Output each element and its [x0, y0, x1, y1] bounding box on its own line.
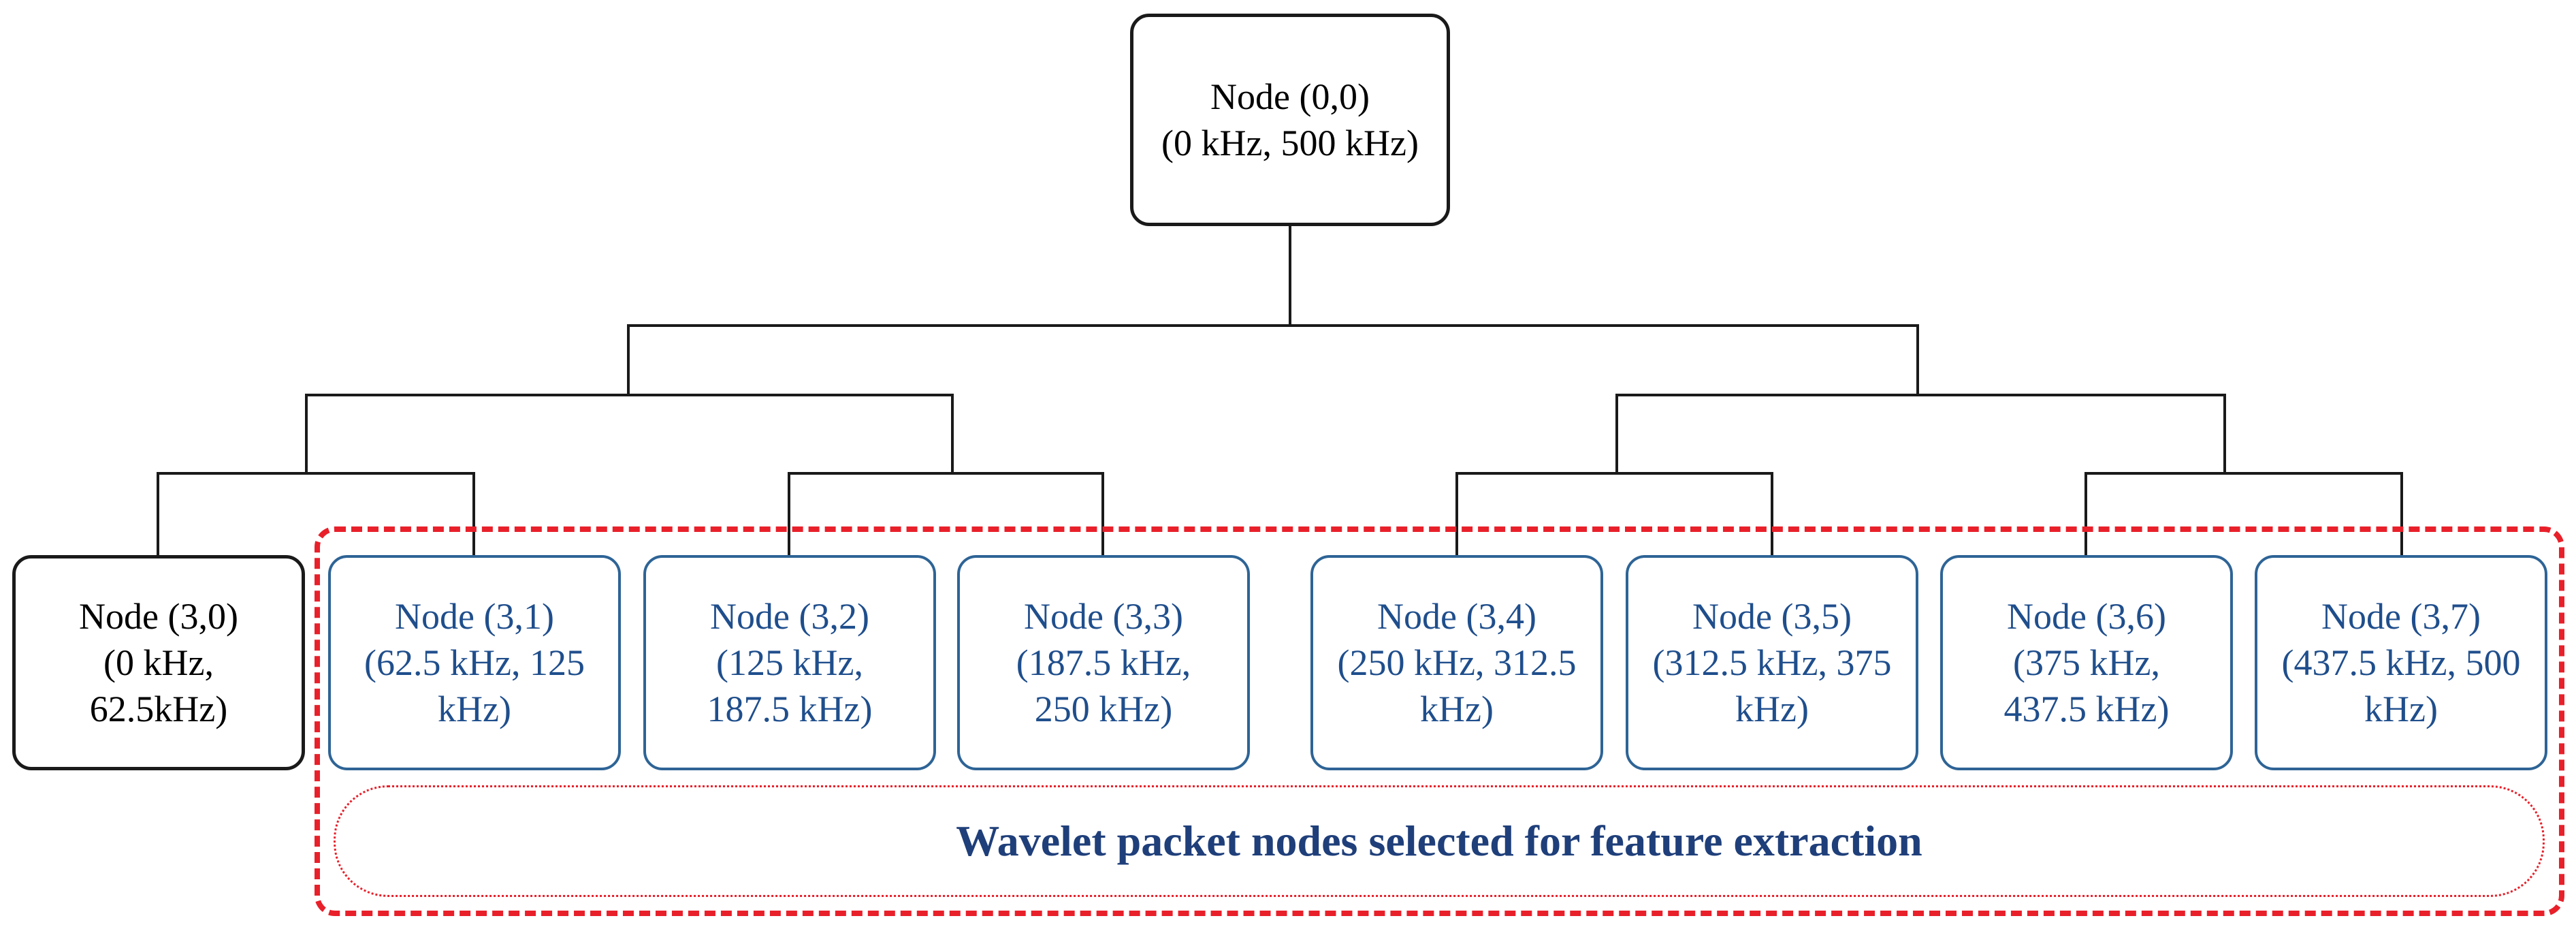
- selected-nodes-outline: [315, 526, 2564, 916]
- leaf-node-3-6: Node (3,6) (375 kHz, 437.5 kHz): [1940, 555, 2233, 770]
- leaf-node-label: Node (3,0): [79, 596, 238, 637]
- leaf-node-range: (250 kHz, 312.5: [1337, 642, 1577, 683]
- leaf-node-3-0: Node (3,0) (0 kHz, 62.5kHz): [12, 555, 305, 770]
- selection-caption-box: Wavelet packet nodes selected for featur…: [334, 785, 2545, 897]
- leaf-node-range: (437.5 kHz, 500: [2281, 642, 2521, 683]
- leaf-node-range: (375 kHz,: [2013, 642, 2160, 683]
- leaf-node-range: (312.5 kHz, 375: [1652, 642, 1892, 683]
- leaf-node-range: kHz): [1735, 689, 1809, 729]
- leaf-node-range: kHz): [438, 689, 511, 729]
- leaf-node-range: 250 kHz): [1034, 689, 1173, 729]
- leaf-node-3-1: Node (3,1) (62.5 kHz, 125 kHz): [328, 555, 621, 770]
- leaf-node-range: 62.5kHz): [89, 689, 228, 729]
- root-node-range: (0 kHz, 500 kHz): [1161, 123, 1419, 163]
- leaf-node-label: Node (3,4): [1377, 596, 1536, 637]
- leaf-node-3-4: Node (3,4) (250 kHz, 312.5 kHz): [1310, 555, 1603, 770]
- leaf-node-range: (62.5 kHz, 125: [364, 642, 585, 683]
- root-node: Node (0,0) (0 kHz, 500 kHz): [1130, 14, 1450, 226]
- selection-caption: Wavelet packet nodes selected for featur…: [956, 817, 1922, 865]
- leaf-node-range: kHz): [1420, 689, 1494, 729]
- leaf-node-3-2: Node (3,2) (125 kHz, 187.5 kHz): [643, 555, 936, 770]
- leaf-node-range: kHz): [2364, 689, 2438, 729]
- leaf-node-label: Node (3,7): [2321, 596, 2481, 637]
- root-node-name: Node (0,0): [1210, 76, 1370, 117]
- leaf-node-range: 437.5 kHz): [2003, 689, 2170, 729]
- leaf-node-range: 187.5 kHz): [707, 689, 873, 729]
- leaf-node-3-7: Node (3,7) (437.5 kHz, 500 kHz): [2255, 555, 2547, 770]
- leaf-node-label: Node (3,3): [1024, 596, 1183, 637]
- leaf-node-label: Node (3,6): [2007, 596, 2166, 637]
- leaf-node-label: Node (3,5): [1692, 596, 1852, 637]
- leaf-node-range: (187.5 kHz,: [1016, 642, 1191, 683]
- leaf-node-3-3: Node (3,3) (187.5 kHz, 250 kHz): [957, 555, 1250, 770]
- leaf-node-range: (125 kHz,: [716, 642, 863, 683]
- leaf-node-3-5: Node (3,5) (312.5 kHz, 375 kHz): [1626, 555, 1918, 770]
- leaf-node-label: Node (3,2): [710, 596, 869, 637]
- leaf-node-label: Node (3,1): [395, 596, 554, 637]
- leaf-node-range: (0 kHz,: [103, 642, 214, 683]
